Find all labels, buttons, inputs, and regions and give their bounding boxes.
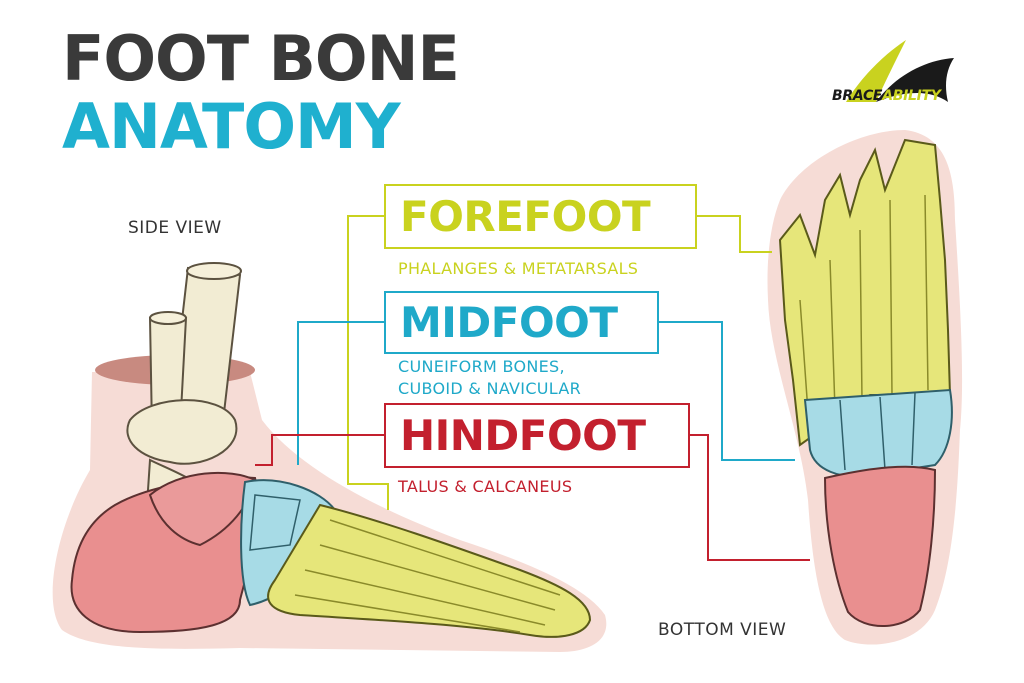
forefoot-title: FOREFOOT [400, 192, 650, 241]
forefoot-description: PHALANGES & METATARSALS [398, 258, 638, 280]
forefoot-connector-left [348, 216, 388, 510]
midfoot-label-box: MIDFOOT [384, 291, 659, 354]
midfoot-description-line1: CUNEIFORM BONES, [398, 356, 581, 378]
midfoot-connector-left [298, 322, 384, 465]
midfoot-description: CUNEIFORM BONES, CUBOID & NAVICULAR [398, 356, 581, 400]
hindfoot-title: HINDFOOT [400, 411, 646, 460]
hindfoot-label-box: HINDFOOT [384, 403, 690, 468]
bottom-midfoot-bones [805, 390, 952, 476]
forefoot-label-box: FOREFOOT [384, 184, 697, 249]
bottom-view-foot [768, 130, 963, 645]
midfoot-title: MIDFOOT [400, 298, 618, 347]
midfoot-description-line2: CUBOID & NAVICULAR [398, 378, 581, 400]
hindfoot-description: TALUS & CALCANEUS [398, 476, 572, 498]
hindfoot-connector-right [690, 435, 810, 560]
forefoot-connector-right [697, 216, 772, 252]
